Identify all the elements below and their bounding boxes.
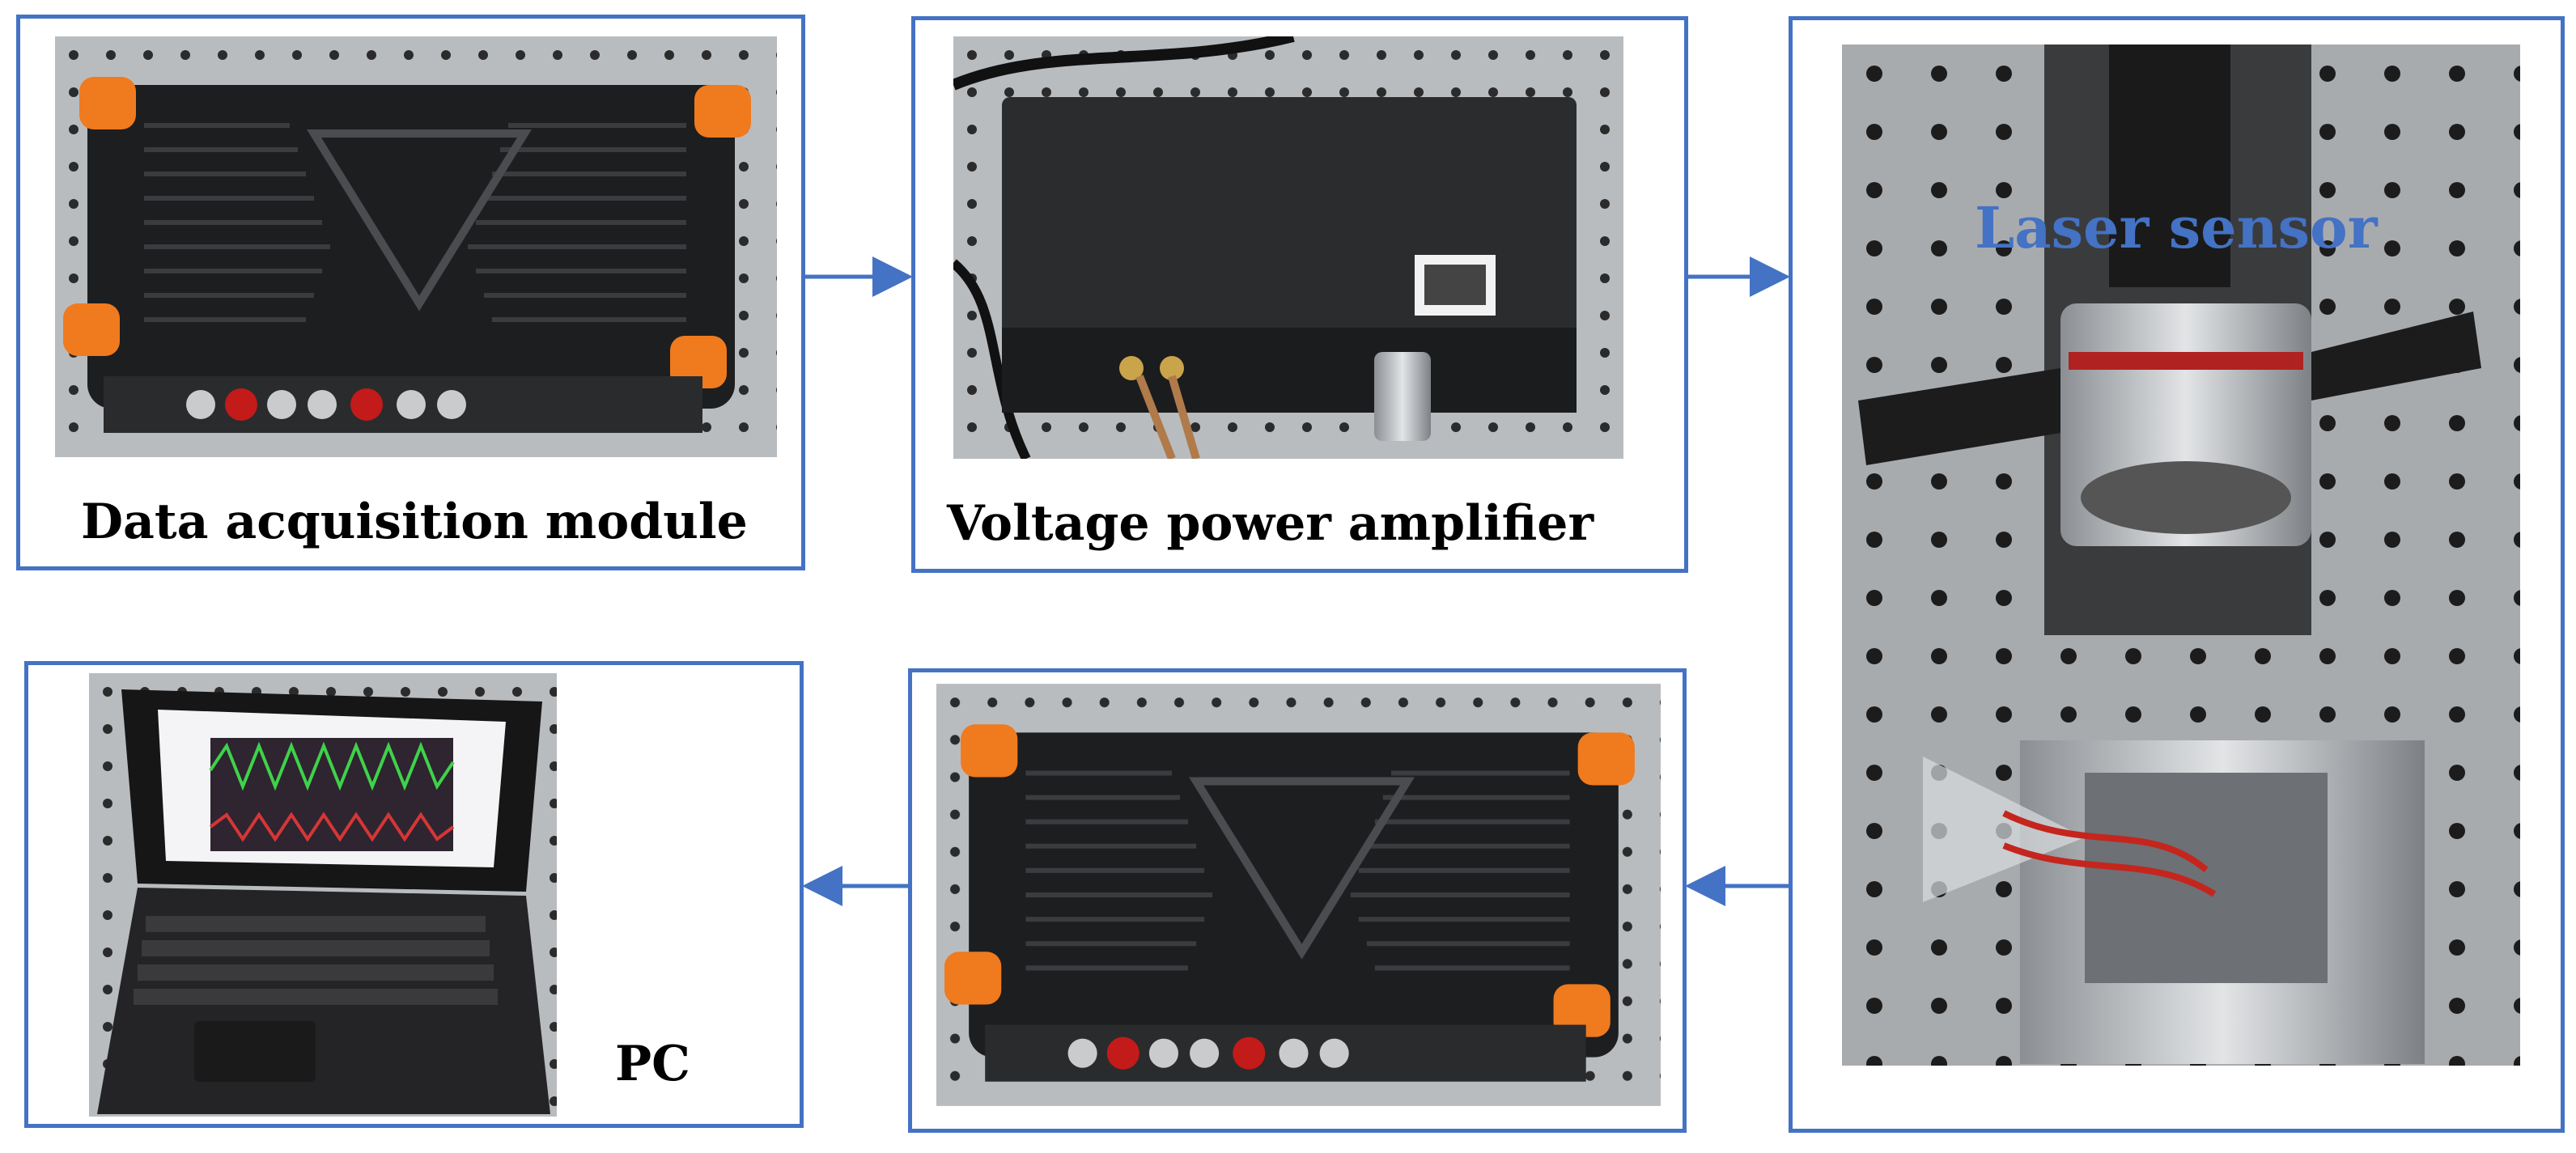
amplifier-photo (953, 36, 1623, 459)
daq-photo-top (55, 36, 777, 457)
laser-sensor-label: Laser sensor (1975, 194, 2378, 261)
laser-photo (1842, 45, 2520, 1066)
pc-label: PC (615, 1036, 690, 1092)
laptop-photo (89, 673, 557, 1117)
daq-photo-bottom (936, 684, 1661, 1106)
amplifier-label: Voltage power amplifier (947, 495, 1594, 552)
daq-label-top: Data acquisition module (81, 494, 748, 550)
